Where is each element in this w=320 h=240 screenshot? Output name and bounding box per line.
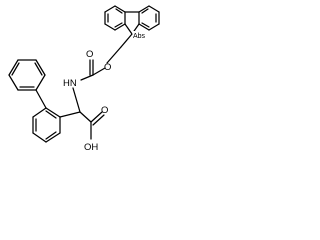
bond xyxy=(8,74,19,91)
stereo-label: Abs xyxy=(133,33,146,40)
bond xyxy=(79,111,92,123)
ester-oxygen-label: O xyxy=(104,62,111,73)
bond xyxy=(114,5,126,13)
bond xyxy=(32,132,47,143)
bond xyxy=(8,59,19,76)
bond xyxy=(120,33,133,48)
bond xyxy=(35,74,46,91)
hydroxyl-label: OH xyxy=(84,142,98,153)
bond xyxy=(32,107,47,118)
bond-inner xyxy=(34,62,43,76)
bond xyxy=(138,5,150,13)
bond xyxy=(138,23,150,31)
bond xyxy=(148,5,160,13)
bond xyxy=(35,89,47,109)
bond xyxy=(80,74,94,81)
chemical-structure: Abs O O HN O OH xyxy=(8,5,160,153)
bond-double xyxy=(90,111,103,123)
bond-inner xyxy=(45,110,57,119)
carbonyl-oxygen-label: O xyxy=(86,49,93,60)
bond-double xyxy=(92,114,105,126)
bond-inner xyxy=(114,22,123,28)
bond xyxy=(104,5,116,13)
bond xyxy=(35,59,46,76)
amino-acid-core xyxy=(59,87,105,140)
bond-inner xyxy=(11,62,20,76)
bond xyxy=(148,23,160,31)
bond xyxy=(59,111,81,118)
bond xyxy=(114,23,126,31)
structure-canvas: Abs O O HN O OH xyxy=(0,0,186,165)
bond-inner xyxy=(141,22,150,28)
bond xyxy=(45,132,61,143)
fluorenyl-group xyxy=(104,5,160,35)
bond xyxy=(92,67,106,76)
bond xyxy=(106,46,122,64)
carbamate-linker xyxy=(80,33,133,81)
acid-carbonyl-oxygen-label: O xyxy=(101,105,108,116)
bond xyxy=(72,87,81,113)
biphenyl-group xyxy=(8,59,61,143)
label-mask xyxy=(132,31,147,39)
bond xyxy=(45,107,61,118)
bond xyxy=(104,23,116,31)
nh-label: HN xyxy=(63,78,77,89)
bond-inner xyxy=(115,8,123,14)
bond-inner xyxy=(45,131,57,140)
bond-inner xyxy=(141,8,149,14)
bond xyxy=(124,23,133,35)
